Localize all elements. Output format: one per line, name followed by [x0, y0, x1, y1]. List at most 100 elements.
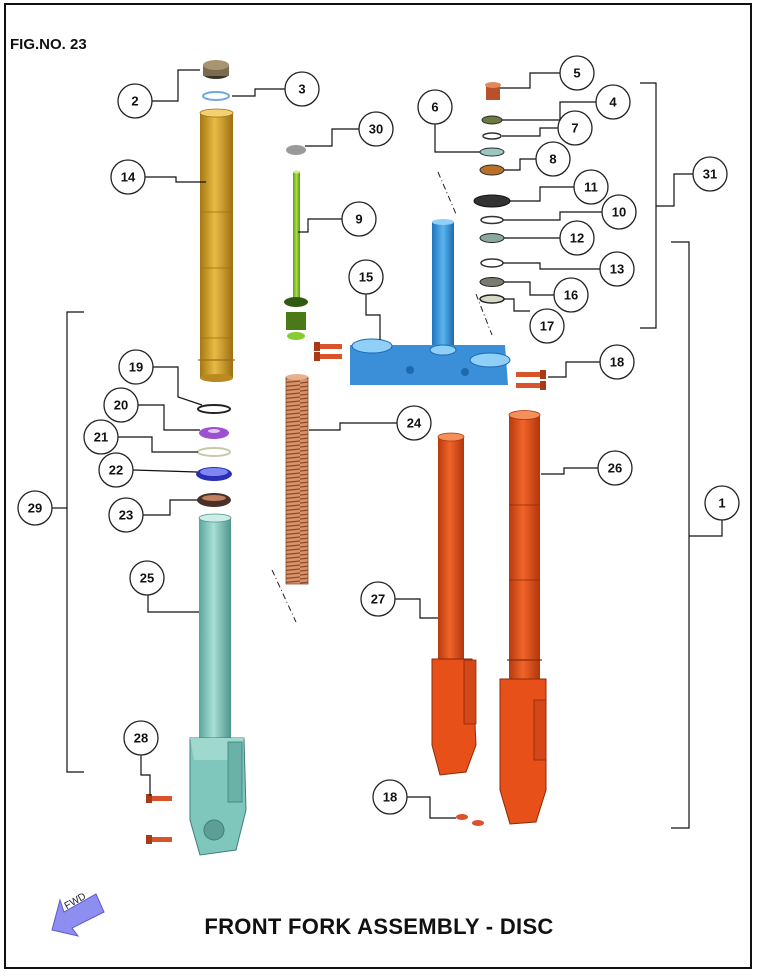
svg-text:31: 31 — [703, 167, 717, 182]
svg-text:1: 1 — [718, 496, 725, 511]
svg-text:29: 29 — [28, 501, 42, 516]
outer-tube-part — [198, 108, 235, 382]
stem-axis-dashline-top — [437, 171, 457, 215]
callout-16: 16 — [553, 277, 589, 313]
svg-text:6: 6 — [431, 100, 438, 115]
svg-text:9: 9 — [355, 212, 362, 227]
callout-2: 2 — [117, 83, 153, 119]
callout-25: 25 — [129, 560, 165, 596]
svg-text:19: 19 — [129, 360, 143, 375]
plug-part — [286, 145, 306, 155]
clamp-bolt-right-part — [516, 370, 546, 390]
svg-text:27: 27 — [371, 592, 385, 607]
callout-29: 29 — [17, 490, 53, 526]
callout-8: 8 — [535, 141, 571, 177]
svg-text:26: 26 — [608, 461, 622, 476]
upper-race-part — [479, 233, 505, 243]
washer-part — [199, 427, 229, 439]
oil-seal-part — [196, 467, 232, 481]
forward-arrow-icon — [51, 893, 105, 937]
diagram-title: FRONT FORK ASSEMBLY - DISC — [204, 914, 554, 939]
callout-19: 19 — [118, 349, 154, 385]
bleed-screw-part — [456, 814, 484, 826]
lock-washer-part — [481, 115, 503, 125]
o-ring-part — [202, 91, 230, 101]
callout-18-lower: 18 — [372, 779, 408, 815]
callout-9: 9 — [341, 201, 377, 237]
fork-cap-part — [203, 60, 229, 79]
bearing-cover-part — [473, 194, 511, 208]
seal-ring-part — [479, 147, 505, 157]
svg-text:20: 20 — [114, 398, 128, 413]
callout-3: 3 — [284, 71, 320, 107]
svg-text:25: 25 — [140, 571, 154, 586]
callout-22: 22 — [98, 452, 134, 488]
svg-text:4: 4 — [609, 95, 617, 110]
svg-text:3: 3 — [298, 82, 305, 97]
svg-text:22: 22 — [109, 463, 123, 478]
stem-nut-part — [485, 82, 501, 100]
callout-28: 28 — [123, 720, 159, 756]
callout-13: 13 — [599, 251, 635, 287]
group-bracket-29 — [66, 311, 84, 773]
bush-part — [197, 493, 231, 507]
dust-seal-part — [479, 294, 505, 304]
callout-14: 14 — [110, 159, 146, 195]
svg-text:28: 28 — [134, 731, 148, 746]
steering-stem-part — [432, 219, 454, 350]
dust-ring-part — [197, 447, 231, 457]
svg-text:30: 30 — [369, 122, 383, 137]
svg-text:2: 2 — [131, 94, 138, 109]
thin-washer-part — [482, 132, 502, 140]
callout-20: 20 — [103, 387, 139, 423]
triple-clamp-part — [350, 338, 511, 385]
leader-lines — [118, 69, 602, 819]
callout-5: 5 — [559, 55, 595, 91]
callout-23: 23 — [108, 497, 144, 533]
group-bracket-1 — [671, 241, 690, 829]
callout-6: 6 — [417, 89, 453, 125]
figure-number: FIG.NO. 23 — [10, 36, 87, 53]
svg-text:17: 17 — [540, 319, 554, 334]
damper-rod-part — [284, 170, 308, 340]
svg-text:5: 5 — [573, 66, 580, 81]
callout-1: 1 — [704, 485, 740, 521]
fork-spring-part — [285, 374, 309, 585]
bearing-upper-part — [480, 215, 504, 225]
callout-11: 11 — [573, 169, 609, 205]
right-fork-leg-part — [499, 410, 547, 825]
callout-26: 26 — [597, 450, 633, 486]
svg-text:18: 18 — [383, 790, 397, 805]
group-bracket-31 — [640, 82, 657, 329]
callout-21: 21 — [83, 419, 119, 455]
svg-text:8: 8 — [549, 152, 556, 167]
svg-text:16: 16 — [564, 288, 578, 303]
diagram-frame — [4, 3, 752, 969]
callout-15: 15 — [348, 259, 384, 295]
callout-12: 12 — [559, 220, 595, 256]
callout-7: 7 — [557, 110, 593, 146]
bracket-31-leader — [656, 173, 693, 207]
svg-text:11: 11 — [584, 180, 598, 195]
callout-31: 31 — [692, 156, 728, 192]
clamp-bolt-part — [314, 342, 342, 361]
callout-17: 17 — [529, 308, 565, 344]
svg-text:14: 14 — [121, 170, 136, 185]
svg-text:12: 12 — [570, 231, 584, 246]
svg-text:13: 13 — [610, 262, 624, 277]
callout-4: 4 — [595, 84, 631, 120]
svg-text:15: 15 — [359, 270, 373, 285]
callout-10: 10 — [601, 194, 637, 230]
svg-text:21: 21 — [94, 430, 108, 445]
svg-text:24: 24 — [407, 416, 422, 431]
bearing-lower-part — [479, 277, 505, 287]
axle-bolt-part — [146, 794, 172, 844]
inner-tube-part — [189, 513, 247, 856]
circlip-part — [197, 404, 231, 414]
left-fork-leg-part — [431, 432, 477, 776]
callout-30: 30 — [358, 111, 394, 147]
callout-27: 27 — [360, 581, 396, 617]
svg-text:18: 18 — [610, 355, 624, 370]
adjust-nut-part — [479, 164, 505, 176]
